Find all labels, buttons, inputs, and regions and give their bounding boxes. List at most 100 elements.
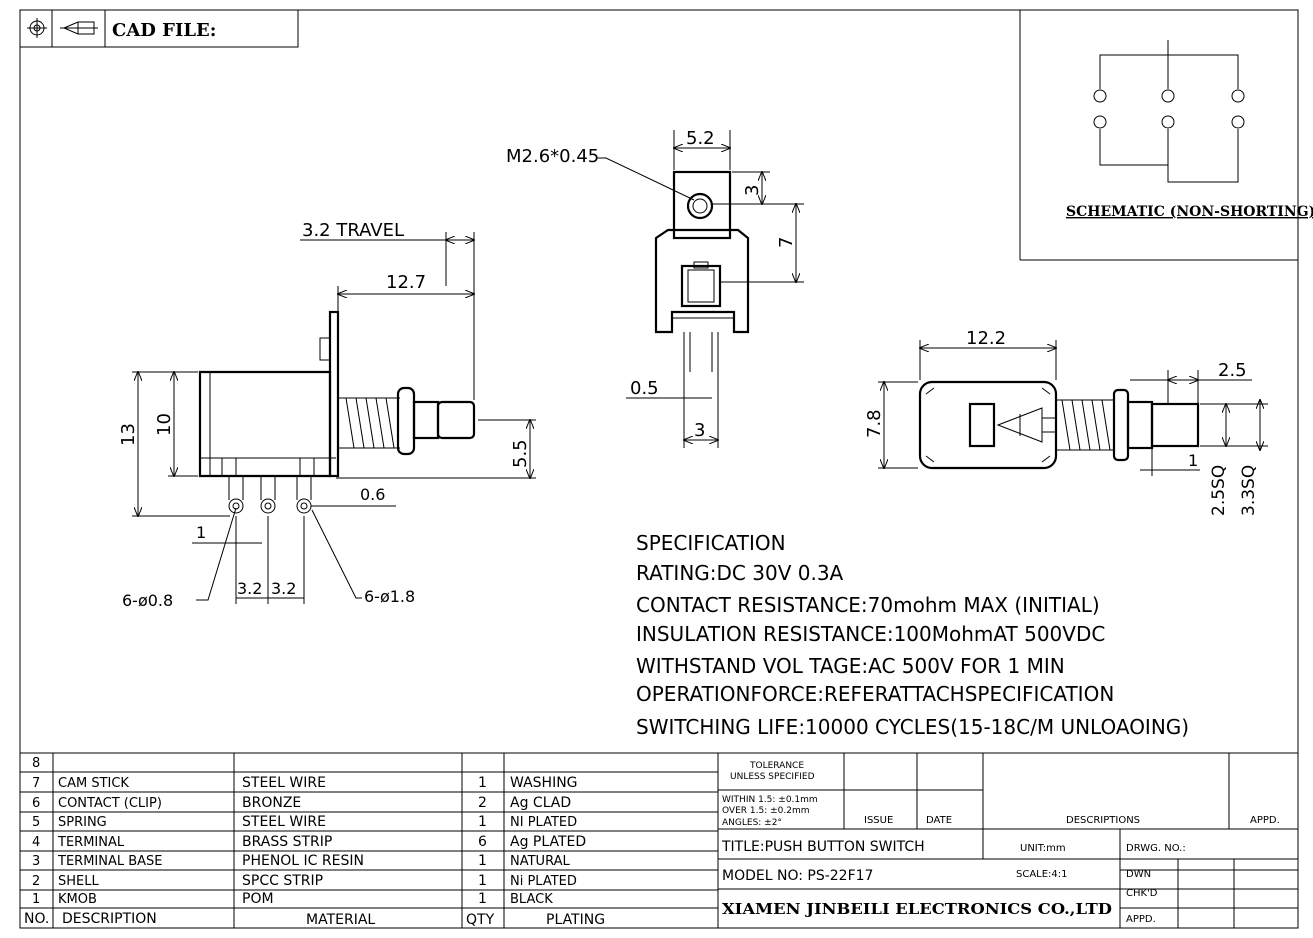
bom-no-8: 8 xyxy=(32,756,40,771)
bom-header-no: NO. xyxy=(24,911,49,927)
bom-no-1: 1 xyxy=(32,892,40,907)
front-view: 5.2 M2.6*0.45 3 7 0.5 3 xyxy=(506,128,804,448)
title-label: TITLE:PUSH BUTTON SWITCH xyxy=(721,839,925,855)
bom-mat-7: STEEL WIRE xyxy=(242,775,326,791)
dim-3-2-a: 3.2 xyxy=(237,579,262,598)
bom-desc-1: KMOB xyxy=(58,892,97,907)
dim-2-5: 2.5 xyxy=(1218,360,1247,381)
spec-heading: SPECIFICATION xyxy=(636,531,786,555)
side-view: 13 10 12.7 3.2 TRAVEL 5.5 0.6 1 3.2 3.2 … xyxy=(118,220,536,610)
dim-12-2: 12.2 xyxy=(966,328,1006,349)
dim-3-3sq: 3.3SQ xyxy=(1239,465,1259,516)
company-name: XIAMEN JINBEILI ELECTRONICS CO.,LTD xyxy=(722,900,1112,918)
bom-qty-3: 1 xyxy=(478,853,487,869)
dim-0-5: 0.5 xyxy=(630,378,659,399)
specification-block: SPECIFICATION RATING:DC 30V 0.3A CONTACT… xyxy=(636,531,1189,739)
appd-top-label: APPD. xyxy=(1250,815,1280,826)
bom-qty-5: 1 xyxy=(478,814,487,830)
dim-2-5sq: 2.5SQ xyxy=(1209,465,1229,516)
descriptions-label: DESCRIPTIONS xyxy=(1066,815,1140,826)
bom-no-2: 2 xyxy=(32,874,40,889)
bom-no-6: 6 xyxy=(32,796,40,811)
spec-line-force: OPERATIONFORCE:REFERATTACHSPECIFICATION xyxy=(636,682,1114,706)
schematic-title: SCHEMATIC (NON-SHORTING) xyxy=(1066,204,1313,220)
bom-desc-6: CONTACT (CLIP) xyxy=(58,796,162,811)
bom-plating-5: NI PLATED xyxy=(510,815,577,830)
appd-label: APPD. xyxy=(1126,914,1156,925)
dim-12-7: 12.7 xyxy=(386,272,426,293)
spec-line-rating: RATING:DC 30V 0.3A xyxy=(636,561,844,585)
bom-qty-1: 1 xyxy=(478,891,487,907)
tolerance-angles: ANGLES: ±2° xyxy=(722,818,782,828)
bom-header-qty: QTY xyxy=(466,912,495,928)
bom-mat-2: SPCC STRIP xyxy=(242,873,323,889)
drwg-no-label: DRWG. NO.: xyxy=(1126,843,1186,854)
hole-small-label: 6-ø0.8 xyxy=(122,591,173,610)
schematic-circuit xyxy=(1093,40,1245,183)
dim-5-2: 5.2 xyxy=(686,128,715,149)
dim-1-side: 1 xyxy=(196,523,206,542)
spec-line-withstand: WITHSTAND VOL TAGE:AC 500V FOR 1 MIN xyxy=(636,654,1065,678)
model-label: MODEL NO: PS-22F17 xyxy=(722,868,873,884)
bom-plating-2: Ni PLATED xyxy=(510,874,577,889)
bom-plating-6: Ag CLAD xyxy=(510,795,571,811)
tolerance-over: OVER 1.5: ±0.2mm xyxy=(722,806,809,816)
header-cell: CAD FILE: xyxy=(19,9,299,48)
bom-mat-5: STEEL WIRE xyxy=(242,814,326,830)
dim-0-6: 0.6 xyxy=(360,485,385,504)
dim-travel: 3.2 TRAVEL xyxy=(302,220,404,241)
bom-plating-7: WASHING xyxy=(510,775,578,791)
thread-label: M2.6*0.45 xyxy=(506,146,599,167)
bom-desc-5: SPRING xyxy=(58,815,107,830)
bom-no-3: 3 xyxy=(32,854,40,869)
bom-qty-7: 1 xyxy=(478,775,487,791)
bom-desc-2: SHELL xyxy=(58,874,99,889)
bom-header-description: DESCRIPTION xyxy=(62,911,157,927)
dwn-label: DWN xyxy=(1126,869,1151,880)
dim-3-2-b: 3.2 xyxy=(271,579,296,598)
bom-qty-2: 1 xyxy=(478,873,487,889)
bom-plating-3: NATURAL xyxy=(510,854,570,869)
dim-7: 7 xyxy=(776,237,797,248)
dim-1-top: 1 xyxy=(1188,451,1198,470)
bom-no-4: 4 xyxy=(32,835,40,850)
dim-7-8: 7.8 xyxy=(864,409,885,438)
dim-3-front: 3 xyxy=(742,185,763,196)
dim-10: 10 xyxy=(154,413,175,436)
bom-plating-4: Ag PLATED xyxy=(510,834,586,850)
projection-symbol-icon xyxy=(27,18,98,38)
bom-qty-6: 2 xyxy=(478,795,487,811)
schematic-box: SCHEMATIC (NON-SHORTING) xyxy=(1019,10,1313,261)
spec-line-insulation: INSULATION RESISTANCE:100MohmAT 500VDC xyxy=(636,622,1105,646)
issue-label: ISSUE xyxy=(864,815,893,826)
bom-mat-1: POM xyxy=(242,891,274,907)
bom-no-7: 7 xyxy=(32,776,40,791)
dim-5-5: 5.5 xyxy=(510,439,531,468)
cad-file-label: CAD FILE: xyxy=(112,20,216,41)
tolerance-title: TOLERANCE xyxy=(749,761,804,771)
bom-plating-1: BLACK xyxy=(510,892,553,907)
bom-table: 8 7 CAM STICK STEEL WIRE 1 WASHING 6 CON… xyxy=(20,752,1298,928)
hole-large-label: 6-ø1.8 xyxy=(364,587,415,606)
scale-label: SCALE:4:1 xyxy=(1016,869,1068,880)
spec-line-contact: CONTACT RESISTANCE:70mohm MAX (INITIAL) xyxy=(636,593,1100,617)
title-block: TOLERANCE UNLESS SPECIFIED WITHIN 1.5: ±… xyxy=(718,753,1298,928)
bom-desc-7: CAM STICK xyxy=(58,776,129,791)
dim-13: 13 xyxy=(118,423,139,446)
bom-mat-6: BRONZE xyxy=(242,795,301,811)
bom-header-plating: PLATING xyxy=(546,912,605,928)
bom-desc-3: TERMINAL BASE xyxy=(57,854,163,869)
sheet-border xyxy=(19,9,1299,929)
bom-mat-3: PHENOL IC RESIN xyxy=(242,853,364,869)
chkd-label: CHK'D xyxy=(1126,888,1158,899)
date-label: DATE xyxy=(926,815,952,826)
bom-qty-4: 6 xyxy=(478,834,487,850)
bom-mat-4: BRASS STRIP xyxy=(242,834,332,850)
bom-desc-4: TERMINAL xyxy=(57,835,125,850)
tolerance-within: WITHIN 1.5: ±0.1mm xyxy=(722,795,818,805)
dim-3-pins: 3 xyxy=(694,420,705,441)
bom-header-material: MATERIAL xyxy=(306,912,375,928)
spec-line-life: SWITCHING LIFE:10000 CYCLES(15-18C/M UNL… xyxy=(636,715,1189,739)
unit-label: UNIT:mm xyxy=(1020,843,1066,854)
